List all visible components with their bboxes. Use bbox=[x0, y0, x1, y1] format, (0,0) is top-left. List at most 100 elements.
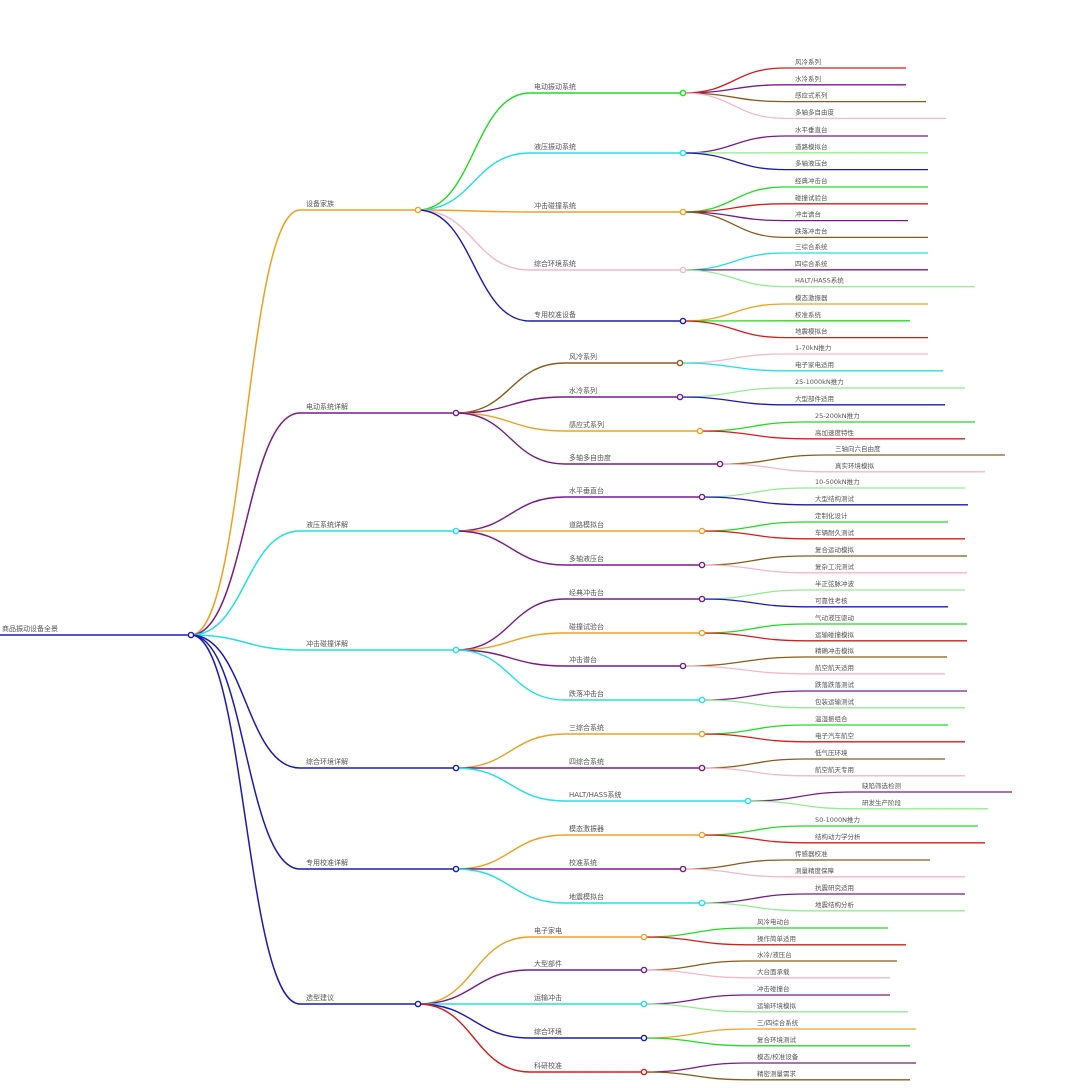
node-dot-1-1[interactable] bbox=[676, 393, 684, 401]
leaf-label-0-2-0: 经典冲击台 bbox=[795, 176, 828, 185]
node-dot-0-4[interactable] bbox=[679, 317, 687, 325]
edge-l3-2-2-1 bbox=[701, 564, 806, 574]
edge-l3-2-2-0 bbox=[701, 555, 806, 566]
node-dot-2-1[interactable] bbox=[698, 527, 706, 535]
leaf-label-0-3-0: 三综合系统 bbox=[795, 242, 828, 251]
edge-l3-6-2-1 bbox=[643, 1003, 748, 1013]
leaf-label-5-0-0: 50-1000N推力 bbox=[815, 815, 860, 824]
node-dot-1[interactable] bbox=[452, 409, 460, 417]
edge-l1-6 bbox=[190, 634, 301, 1005]
node-dot-3-3[interactable] bbox=[698, 696, 706, 704]
node-dot-1-3[interactable] bbox=[716, 460, 724, 468]
leaf-label-6-2-0: 冲击碰撞台 bbox=[757, 984, 790, 993]
edge-l3-4-2-1 bbox=[747, 800, 853, 810]
edge-l3-6-4-1 bbox=[643, 1071, 748, 1081]
sub-branch-label-0-4: 专用校准设备 bbox=[534, 310, 576, 319]
node-dot-6-2[interactable] bbox=[640, 1000, 648, 1008]
leaf-label-0-2-2: 冲击谱台 bbox=[795, 210, 821, 219]
leaf-label-1-2-1: 高加速度特性 bbox=[815, 428, 855, 437]
node-dot-6-0[interactable] bbox=[640, 933, 648, 941]
leaf-label-3-2-0: 精确冲击模拟 bbox=[815, 646, 855, 655]
edge-l3-2-1-1 bbox=[701, 530, 806, 540]
node-dot-5-1[interactable] bbox=[679, 865, 687, 873]
edge-l2-6-0 bbox=[417, 936, 531, 1005]
node-dot-4[interactable] bbox=[452, 764, 460, 772]
node-dot-2-2[interactable] bbox=[698, 561, 706, 569]
sub-branch-label-2-0: 水平垂直台 bbox=[569, 486, 604, 495]
leaf-label-2-0-0: 10-500kN推力 bbox=[815, 477, 860, 486]
edge-l3-1-1-1 bbox=[679, 396, 786, 406]
leaf-label-4-0-0: 温湿振组合 bbox=[815, 714, 848, 723]
branch-label-5: 专用校准详解 bbox=[306, 858, 348, 867]
node-dot-3[interactable] bbox=[452, 646, 460, 654]
leaf-label-6-3-0: 三/四综合系统 bbox=[757, 1018, 799, 1027]
node-dot-0-3[interactable] bbox=[679, 266, 687, 274]
leaf-label-0-0-0: 风冷系列 bbox=[795, 57, 821, 66]
sub-branch-label-6-4: 科研校准 bbox=[534, 1061, 562, 1070]
node-dot-4-1[interactable] bbox=[698, 764, 706, 772]
leaf-label-0-0-3: 多轴多自由度 bbox=[795, 107, 835, 116]
edge-l2-6-1 bbox=[417, 969, 531, 1005]
sub-branch-label-0-3: 综合环境系统 bbox=[534, 259, 576, 268]
node-dot-6-3[interactable] bbox=[640, 1034, 648, 1042]
node-dot-1-2[interactable] bbox=[696, 427, 704, 435]
edge-l2-0-3 bbox=[417, 209, 531, 271]
node-dot-0-0[interactable] bbox=[679, 89, 687, 97]
branch-label-3: 冲击碰撞详解 bbox=[306, 639, 348, 648]
leaf-label-1-0-1: 电子家电适用 bbox=[795, 360, 834, 369]
node-dot-6-1[interactable] bbox=[640, 966, 648, 974]
sub-branch-label-0-1: 液压振动系统 bbox=[534, 142, 576, 151]
node-dot-5-0[interactable] bbox=[698, 831, 706, 839]
edge-l3-5-1-0 bbox=[682, 859, 786, 870]
node-dot-5-2[interactable] bbox=[698, 899, 706, 907]
edge-l3-0-4-2 bbox=[682, 320, 786, 339]
sub-branch-label-3-3: 跌落冲击台 bbox=[569, 689, 604, 698]
leaf-label-0-2-1: 碰撞试验台 bbox=[795, 193, 828, 202]
mind-map-nodes: 商品振动设备全景设备家族电动振动系统风冷系列水冷系列感应式系列多轴多自由度液压振… bbox=[2, 57, 902, 1078]
edge-l3-5-0-0 bbox=[701, 825, 806, 836]
node-dot-3-0[interactable] bbox=[698, 595, 706, 603]
sub-branch-label-3-0: 经典冲击台 bbox=[569, 588, 604, 597]
leaf-label-5-2-0: 抗震研究适用 bbox=[815, 883, 854, 892]
node-dot-2[interactable] bbox=[452, 527, 460, 535]
edge-l2-3-2 bbox=[455, 649, 566, 667]
node-dot-3-2[interactable] bbox=[679, 662, 687, 670]
node-dot-0-2[interactable] bbox=[679, 208, 687, 216]
node-dot-5[interactable] bbox=[452, 865, 460, 873]
edge-l2-0-2 bbox=[417, 209, 531, 213]
edge-l3-2-1-0 bbox=[701, 521, 806, 532]
edge-l3-1-3-0 bbox=[719, 454, 826, 465]
leaf-label-6-1-0: 水冷/液压台 bbox=[757, 950, 792, 959]
edge-l3-3-3-1 bbox=[701, 699, 806, 709]
leaf-label-5-1-1: 测量精度保障 bbox=[795, 866, 835, 875]
mind-map-edges bbox=[0, 67, 1012, 1081]
sub-branch-label-1-3: 多轴多自由度 bbox=[569, 453, 611, 462]
edge-l3-6-4-0 bbox=[643, 1062, 748, 1073]
leaf-label-0-3-1: 四综合系统 bbox=[795, 259, 828, 268]
node-dot-1-0[interactable] bbox=[676, 359, 684, 367]
edge-l3-2-0-0 bbox=[701, 487, 806, 498]
edge-l3-2-0-1 bbox=[701, 496, 806, 506]
node-dot-3-1[interactable] bbox=[698, 629, 706, 637]
node-dot-6[interactable] bbox=[414, 1000, 422, 1008]
node-dot-4-0[interactable] bbox=[698, 730, 706, 738]
edge-l3-3-1-0 bbox=[701, 623, 806, 634]
leaf-label-3-3-1: 包装运输测试 bbox=[815, 697, 855, 706]
leaf-label-1-3-0: 三轴向六自由度 bbox=[835, 444, 881, 453]
branch-label-6: 选型建议 bbox=[306, 993, 334, 1002]
node-dot-4-2[interactable] bbox=[744, 797, 752, 805]
sub-branch-label-4-2: HALT/HASS系统 bbox=[569, 790, 622, 799]
edge-l3-0-1-0 bbox=[682, 135, 786, 154]
node-dot-2-0[interactable] bbox=[698, 493, 706, 501]
sub-branch-label-6-0: 电子家电 bbox=[534, 926, 562, 935]
node-dot-0[interactable] bbox=[414, 206, 422, 214]
edge-l1-1 bbox=[190, 412, 301, 636]
leaf-label-1-1-0: 25-1000kN推力 bbox=[795, 377, 844, 386]
edge-l3-3-2-0 bbox=[682, 656, 806, 667]
sub-branch-label-0-2: 冲击碰撞系统 bbox=[534, 201, 576, 210]
sub-branch-label-5-0: 模态激振器 bbox=[569, 824, 604, 833]
root-node-dot[interactable] bbox=[187, 631, 195, 639]
node-dot-6-4[interactable] bbox=[640, 1068, 648, 1076]
node-dot-0-1[interactable] bbox=[679, 149, 687, 157]
